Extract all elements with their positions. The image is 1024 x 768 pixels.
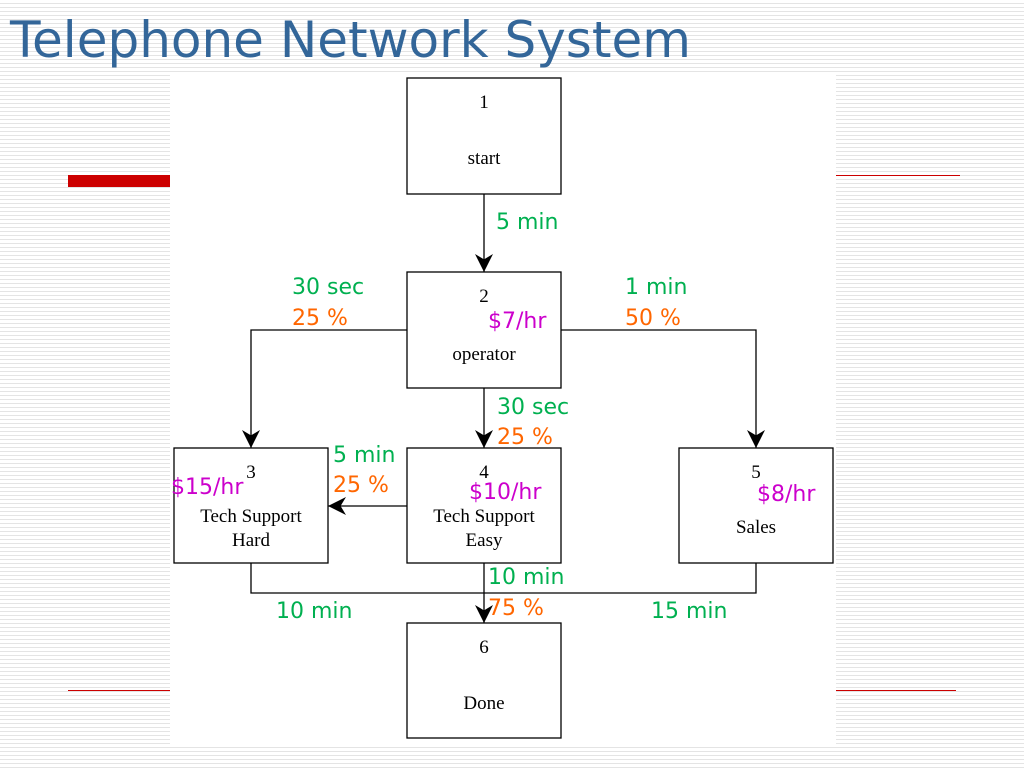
node-name: Sales xyxy=(736,517,776,538)
edge-connector xyxy=(484,563,757,594)
node-box xyxy=(406,271,562,389)
node-box xyxy=(406,622,562,739)
node-name: start xyxy=(468,148,501,169)
cost-label: $15/hr xyxy=(171,475,244,500)
edge-time-label: 30 sec xyxy=(497,395,569,420)
edge-probability-label: 50 % xyxy=(625,306,681,331)
accent-bar xyxy=(68,175,172,187)
edge-time-label: 1 min xyxy=(625,275,687,300)
node-name: operator xyxy=(452,344,516,365)
edge-time-label: 5 min xyxy=(496,210,558,235)
divider-rule xyxy=(836,175,960,176)
edge-connector xyxy=(250,563,484,594)
edge-connector xyxy=(242,329,407,448)
node-number: 6 xyxy=(479,637,489,658)
node-name: Tech Support xyxy=(200,506,302,527)
node-number: 2 xyxy=(479,286,489,307)
slide-title: Telephone Network System xyxy=(10,11,691,69)
node-name: Tech Support xyxy=(433,506,535,527)
node-name: Done xyxy=(463,693,504,714)
cost-label: $7/hr xyxy=(488,309,547,334)
node-box xyxy=(173,447,329,564)
divider-rule xyxy=(836,690,956,691)
cost-label: $8/hr xyxy=(757,482,816,507)
node-number: 5 xyxy=(751,462,761,483)
node-number: 1 xyxy=(479,92,489,113)
divider-rule xyxy=(68,690,170,691)
edge-time-label: 10 min xyxy=(488,565,564,590)
edge-time-label: 10 min xyxy=(276,599,352,624)
node-name: Easy xyxy=(466,530,503,551)
edge-probability-label: 75 % xyxy=(488,596,544,621)
edge-time-label: 5 min xyxy=(333,443,395,468)
edge-connector xyxy=(561,329,765,448)
node-name: Hard xyxy=(232,530,270,551)
edge-probability-label: 25 % xyxy=(292,306,348,331)
node-number: 4 xyxy=(479,462,489,483)
cost-label: $10/hr xyxy=(469,480,542,505)
node-box xyxy=(406,77,562,195)
node-box xyxy=(678,447,834,564)
edge-probability-label: 25 % xyxy=(333,473,389,498)
edge-time-label: 30 sec xyxy=(292,275,364,300)
edge-probability-label: 25 % xyxy=(497,425,553,450)
node-box xyxy=(406,447,562,564)
node-number: 3 xyxy=(246,462,256,483)
edge-time-label: 15 min xyxy=(651,599,727,624)
